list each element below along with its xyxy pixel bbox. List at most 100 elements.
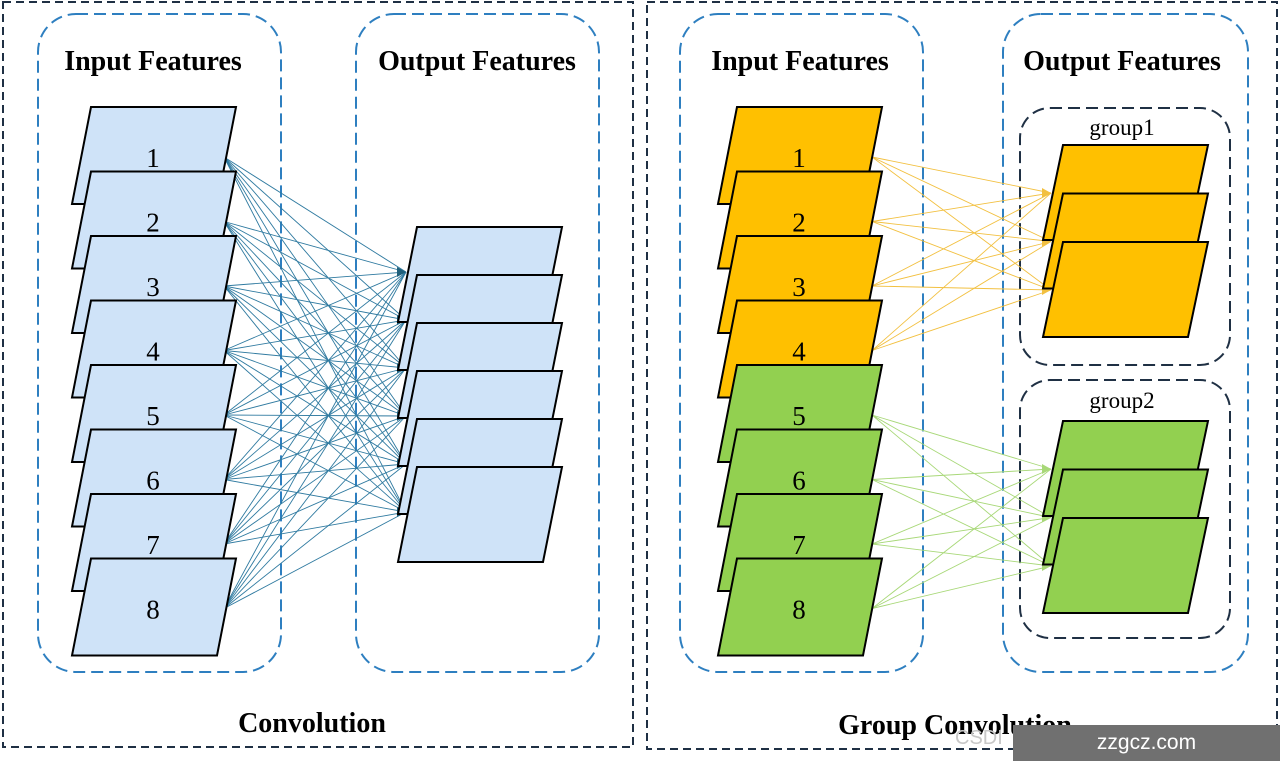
group-input-number: 4: [792, 337, 806, 367]
conv-connection-line: [223, 285, 407, 465]
group1-connection-line: [871, 241, 1052, 351]
convolution-panel-border: [2, 1, 634, 748]
group1-connection-line: [871, 156, 1052, 291]
group2-connection-line: [871, 479, 1052, 567]
conv-input-number: 4: [146, 337, 160, 367]
conv-connection-line: [223, 479, 407, 513]
conv-connection-line: [223, 319, 407, 480]
group-input-number: 8: [792, 595, 806, 625]
group-convolution-panel-border: [646, 1, 1278, 750]
group2-connection-line: [871, 468, 1052, 609]
group-input-number: 1: [792, 143, 806, 173]
conv-input-number: 5: [146, 401, 160, 431]
conv-output-title: Output Features: [378, 46, 576, 77]
conv-connection-line: [223, 221, 407, 513]
conv-connection-line: [223, 367, 407, 609]
conv-connection-lines: [223, 156, 407, 609]
group1-output-feature: [1041, 241, 1210, 338]
group2-output-feature: [1041, 517, 1210, 614]
group-output-title: Output Features: [1023, 46, 1221, 77]
conv-input-feature-8: [70, 557, 238, 657]
conv-connection-line: [223, 271, 407, 287]
group2-connection-line: [871, 543, 1052, 567]
group2-connection-line: [871, 414, 1052, 567]
group-input-container: [679, 13, 924, 673]
conv-input-number: 6: [146, 466, 160, 496]
group1-connection-line: [871, 285, 1052, 291]
group1-connection-line: [871, 221, 1052, 291]
conv-connection-line: [223, 414, 407, 417]
conv-output-stack: [396, 226, 564, 563]
group2-connection-line: [871, 517, 1052, 609]
conv-input-number: 1: [146, 143, 160, 173]
group2-connection-line: [871, 468, 1052, 545]
group1-connection-line: [871, 221, 1052, 242]
group1-box: [1019, 107, 1231, 366]
conv-connection-line: [223, 415, 407, 609]
conv-input-number: 2: [146, 208, 160, 238]
conv-connection-line: [223, 367, 407, 480]
conv-connection-line: [223, 221, 407, 273]
group1-connection-line: [871, 156, 1052, 194]
group-input-number: 2: [792, 208, 806, 238]
group1-connection-line: [871, 192, 1052, 351]
group2-label: group2: [1089, 388, 1154, 413]
group-output-container: [1002, 13, 1249, 673]
conv-connection-line: [223, 285, 407, 417]
conv-connection-line: [223, 221, 407, 369]
group1-arrowhead: [1042, 188, 1051, 198]
conv-connection-line: [223, 271, 407, 416]
conv-connection-line: [223, 156, 407, 321]
conv-connection-line: [223, 415, 407, 545]
group2-connection-line: [871, 565, 1052, 609]
group-input-title: Input Features: [711, 46, 889, 77]
conv-connection-line: [223, 156, 407, 465]
conv-connection-line: [223, 221, 407, 465]
conv-input-title: Input Features: [64, 46, 242, 77]
conv-input-number: 3: [146, 272, 160, 302]
group-input-number: 7: [792, 530, 806, 560]
conv-connection-line: [223, 350, 407, 417]
conv-connection-line: [223, 319, 407, 351]
conv-connection-line: [223, 221, 407, 321]
conv-connection-line: [223, 271, 407, 480]
conv-connection-line: [223, 319, 407, 545]
group1-connection-line: [871, 289, 1052, 351]
convolution-caption: Convolution: [238, 708, 386, 739]
group-input-number: 6: [792, 466, 806, 496]
conv-connection-line: [223, 285, 407, 513]
group2-box: [1019, 379, 1231, 639]
group-connection-lines: [871, 156, 1052, 609]
conv-input-number: 7: [146, 530, 160, 560]
conv-connection-line: [223, 415, 407, 480]
conv-connection-line: [223, 319, 407, 416]
conv-connection-line: [223, 463, 407, 480]
group2-connection-line: [871, 517, 1052, 545]
conv-connection-line: [223, 285, 407, 321]
conv-connection-line: [223, 156, 407, 273]
group2-connection-line: [871, 468, 1052, 480]
group2-output-stack: [1041, 420, 1210, 614]
conv-connection-line: [223, 511, 407, 609]
conv-connection-line: [223, 271, 407, 545]
group1-connection-line: [871, 241, 1052, 287]
group1-label: group1: [1089, 115, 1154, 140]
conv-connection-line: [223, 221, 407, 417]
group1-connection-line: [871, 156, 1052, 242]
conv-connection-line: [223, 367, 407, 416]
conv-connection-line: [223, 367, 407, 545]
conv-arrowhead: [397, 267, 406, 277]
conv-input-container: [37, 13, 282, 673]
conv-connection-line: [223, 350, 407, 513]
group2-connection-line: [871, 414, 1052, 470]
conv-connection-line: [223, 350, 407, 369]
group-input-feature-8: [716, 557, 884, 657]
group2-connection-line: [871, 479, 1052, 518]
conv-output-feature: [396, 466, 564, 563]
conv-connection-line: [223, 463, 407, 609]
group2-arrowhead: [1042, 464, 1051, 474]
conv-connection-line: [223, 511, 407, 545]
